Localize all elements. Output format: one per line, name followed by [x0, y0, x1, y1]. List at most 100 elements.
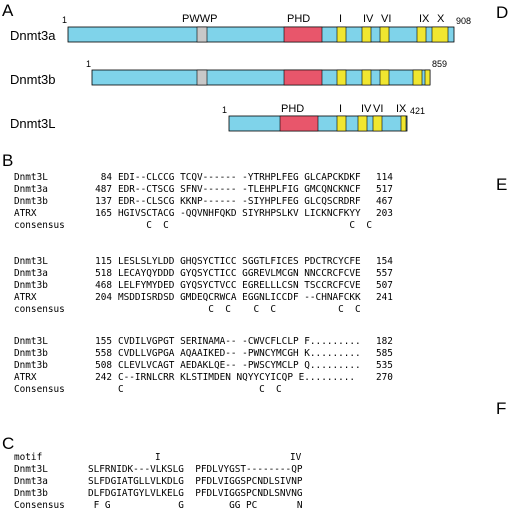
alignment-row-sequence: LECAYQYDDD GYQSYCTICC GGREVLMCGN NNCCRCF… [118, 268, 361, 279]
protein-label-dnmt3b: Dnmt3b [10, 72, 56, 87]
motif-header-label: motif [14, 452, 43, 463]
alignment-row-start: 518 [95, 268, 112, 279]
alignment-row-end: 154 [376, 256, 393, 267]
alignment-row-name: Dnmt3a [14, 184, 48, 195]
motif-iv-label-3l: IV [361, 103, 372, 115]
alignment-row: Dnmt3a 487 EDR--CTSCG SFNV------ -TLEHPLFI… [0, 184, 393, 196]
alignment-row-name: ATRX [14, 372, 37, 383]
motif-ix-label-3l: IX [396, 103, 407, 115]
alignment-row-name: Dnmt3L [14, 172, 48, 183]
motif-vi-label-3l: VI [373, 103, 383, 115]
alignment-row-name: Dnmt3b [14, 196, 48, 207]
motif-row-name: Dnmt3a [14, 476, 48, 487]
alignment-row: Dnmt3b 508 CLEVLVCAGT AEDAKLQE-- -PWSCYMCL… [0, 360, 393, 372]
panel-letter-f: F [496, 399, 507, 418]
alignment-row-end: 557 [376, 268, 393, 279]
alignment-row-name: ATRX [14, 208, 37, 219]
alignment-row-sequence: C C C [118, 384, 282, 395]
alignment-row-start: 115 [95, 256, 112, 267]
motif-row-name: Dnmt3b [14, 488, 48, 499]
alignment-row-start: 204 [95, 292, 112, 303]
panel-letter-e: E [496, 175, 508, 194]
dnmt3b-bar [91, 69, 431, 86]
alignment-row-end: 270 [376, 372, 393, 383]
motif-header-row: motif I IV [0, 452, 400, 464]
pwwp-label: PWWP [182, 13, 217, 25]
protein-label-dnmt3l: Dnmt3L [10, 116, 56, 131]
motif-row-sequence: DLFDGIATGYLVLKELG PFDLVIGGSPCNDLSNVNG [88, 488, 303, 499]
motif-row-sequence: SLFRNIDK---VLKSLG PFDLVYGST--------QP [88, 464, 303, 475]
panel-letter-c: C [2, 434, 15, 453]
alignment-row-end: 517 [376, 184, 393, 195]
panel-letter-d: D [496, 3, 509, 22]
dnmt3b-end: 859 [432, 59, 447, 69]
phd-label-3l: PHD [281, 103, 304, 115]
alignment-row-name: Dnmt3L [14, 336, 48, 347]
alignment-row-sequence: C C C C [118, 220, 372, 231]
alignment-row-sequence: LELFYMYDED GYQSYCTVCC EGRELLLCSN TSCCRCF… [118, 280, 361, 291]
panel-letter-b: B [2, 151, 14, 170]
alignment-row-sequence: C C C C C C [118, 304, 361, 315]
alignment-row-end: 585 [376, 348, 393, 359]
alignment-row-sequence: CVDILVGPGT SERINAMA-- -CWVCFLCLP F......… [118, 336, 361, 347]
alignment-row-name: Dnmt3b [14, 280, 48, 291]
alignment-row-start: 468 [95, 280, 112, 291]
alignment-row-name: Dnmt3L [14, 256, 48, 267]
motif-row-sequence: F G G GG PC N [88, 500, 303, 511]
alignment-row-end: 535 [376, 360, 393, 371]
dnmt3a-bar [67, 26, 455, 43]
alignment-row: Consensus C C C [0, 384, 282, 396]
dnmt3a-start: 1 [62, 15, 67, 25]
alignment-row: consensus C C C C [0, 220, 372, 232]
motif-row: Consensus F G G GG PC N [0, 500, 400, 512]
alignment-row-name: Consensus [14, 384, 65, 395]
motif-ix-label: IX [419, 13, 430, 25]
motif-vi-label: VI [381, 13, 391, 25]
alignment-row-end: 114 [376, 172, 393, 183]
alignment-row-sequence: C--IRNLCRR KLSTIMDEN NQYYCYICQP E.......… [118, 372, 356, 383]
alignment-row: Dnmt3b 468 LELFYMYDED GYQSYCTVCC EGRELLLCS… [0, 280, 393, 292]
alignment-row-sequence: LESLSLYLDD GHQSYCTICC SGGTLFICES PDCTRCY… [118, 256, 361, 267]
motif-x-label: X [437, 13, 445, 25]
alignment-row-start: 137 [95, 196, 112, 207]
motif-row: Dnmt3L SLFRNIDK---VLKSLG PFDLVYGST-------… [0, 464, 400, 476]
motif-row-name: Consensus [14, 500, 65, 511]
motif-row: Dnmt3a SLFDGIATGLLVLKDLG PFDLVIGGSPCNDLSI… [0, 476, 400, 488]
phd-label: PHD [287, 13, 310, 25]
motif-row: Dnmt3b DLFDGIATGYLVLKELG PFDLVIGGSPCNDLSN… [0, 488, 400, 500]
alignment-row-end: 507 [376, 280, 393, 291]
dnmt3l-start: 1 [222, 105, 227, 115]
motif-i-header: I [155, 452, 161, 463]
alignment-row-sequence: CLEVLVCAGT AEDAKLQE-- -PWSCYMCLP Q......… [118, 360, 361, 371]
alignment-row-start: 508 [95, 360, 112, 371]
alignment-row-sequence: EDR--CTSCG SFNV------ -TLEHPLFIG GMCQNCK… [118, 184, 361, 195]
motif-iv-header: IV [290, 452, 302, 463]
alignment-row-name: ATRX [14, 292, 37, 303]
alignment-row-name: consensus [14, 220, 65, 231]
panel-letter-a: A [2, 1, 14, 20]
protein-label-dnmt3a: Dnmt3a [10, 28, 56, 43]
alignment-row-name: consensus [14, 304, 65, 315]
alignment-row-sequence: MSDDISRDSD GMDEQCRWCA EGGNLICCDF --CHNAF… [118, 292, 361, 303]
alignment-row: ATRX 204 MSDDISRDSD GMDEQCRWCA EGGNLICCDF … [0, 292, 393, 304]
alignment-row: Dnmt3L 115 LESLSLYLDD GHQSYCTICC SGGTLFICE… [0, 256, 393, 268]
motif-row-sequence: SLFDGIATGLLVLKDLG PFDLVIGGSPCNDLSIVNP [88, 476, 303, 487]
alignment-row-sequence: HGIVSCTACG -QQVNHFQKD SIYRHPSLKV LICKNCF… [118, 208, 361, 219]
alignment-row: consensus C C C C C C [0, 304, 361, 316]
motif-i-label-3l: I [339, 103, 342, 115]
alignment-row-sequence: CVDLLVGPGA AQAAIKED-- -PWNCYMCGH K......… [118, 348, 361, 359]
domain-diagram: Dnmt3a 1 908 PWWP PHD I IV VI IX X Dnmt3… [10, 13, 471, 132]
alignment-row-sequence: EDR--CLSCG KKNP------ -SIYHPLFEG GLCQSCR… [118, 196, 361, 207]
dnmt3l-bar [228, 115, 408, 132]
alignment-row-end: 182 [376, 336, 393, 347]
alignment-row-name: Dnmt3b [14, 360, 48, 371]
motif-row-name: Dnmt3L [14, 464, 48, 475]
alignment-row-start: 487 [95, 184, 112, 195]
dnmt3b-start: 1 [86, 59, 91, 69]
alignment-row-end: 467 [376, 196, 393, 207]
